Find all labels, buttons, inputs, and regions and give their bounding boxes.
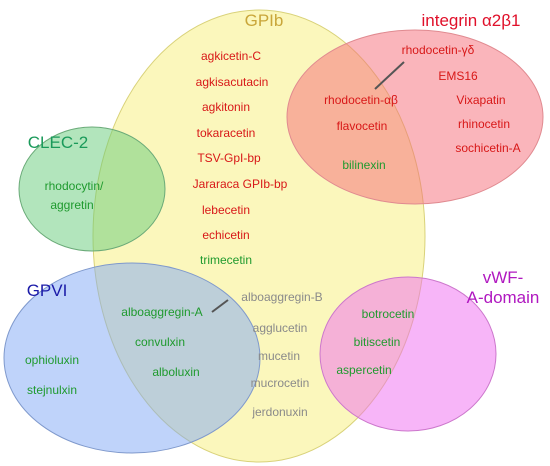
item-lebecetin: lebecetin xyxy=(202,203,250,217)
item-flavocetin: flavocetin xyxy=(337,119,388,133)
item-mucrocetin: mucrocetin xyxy=(251,376,310,390)
item-agkicetin-c: agkicetin-C xyxy=(201,49,261,63)
item-jerdonuxin: jerdonuxin xyxy=(251,405,307,419)
item-ophioluxin: ophioluxin xyxy=(25,353,79,367)
item-rhodocetin-gd: rhodocetin-γδ xyxy=(402,43,475,57)
item-ems16: EMS16 xyxy=(438,69,478,83)
item-alboaggregin-b: alboaggregin-B xyxy=(241,290,322,304)
set-label-vwf-line1: vWF- xyxy=(483,268,524,287)
set-label-integrin: integrin α2β1 xyxy=(422,11,521,30)
set-label-clec2: CLEC-2 xyxy=(28,133,88,152)
item-mucetin: mucetin xyxy=(258,349,300,363)
set-integrin-ellipse xyxy=(286,29,544,205)
item-botrocetin: botrocetin xyxy=(362,307,415,321)
set-label-gpib: GPIb xyxy=(245,11,284,30)
item-trimecetin: trimecetin xyxy=(200,253,252,267)
set-clec2-ellipse xyxy=(18,126,166,252)
item-rhodocytin-line2: aggretin xyxy=(50,198,93,212)
item-bilinexin: bilinexin xyxy=(342,158,385,172)
item-aspercetin: aspercetin xyxy=(336,363,391,377)
connector-alboaggregin xyxy=(211,299,229,313)
item-echicetin: echicetin xyxy=(202,228,249,242)
item-alboluxin: alboluxin xyxy=(152,365,199,379)
item-vixapatin: Vixapatin xyxy=(456,93,505,107)
set-vwf-ellipse xyxy=(319,276,497,432)
item-rhinocetin: rhinocetin xyxy=(458,117,510,131)
set-label-gpvi: GPVI xyxy=(27,281,68,300)
item-rhodocetin-ab: rhodocetin-αβ xyxy=(324,93,398,107)
item-alboaggregin-a: alboaggregin-A xyxy=(121,305,202,319)
item-agkitonin: agkitonin xyxy=(202,100,250,114)
item-rhodocytin-line1: rhodocytin/ xyxy=(45,179,104,193)
item-bitiscetin: bitiscetin xyxy=(354,335,401,349)
set-gpvi-ellipse xyxy=(3,262,261,454)
item-tsv-gpib-bp: TSV-GpI-bp xyxy=(197,151,261,165)
item-stejnulxin: stejnulxin xyxy=(27,383,77,397)
item-agkisacutacin: agkisacutacin xyxy=(196,75,269,89)
item-jararaca-gpib-bp: Jararaca GPIb-bp xyxy=(193,177,288,191)
connector-rhodocetin xyxy=(374,61,405,90)
item-sochicetin-a: sochicetin-A xyxy=(455,141,520,155)
set-label-vwf-line2: A-domain xyxy=(467,288,540,307)
item-agglucetin: agglucetin xyxy=(253,321,308,335)
item-convulxin: convulxin xyxy=(135,335,185,349)
item-tokaracetin: tokaracetin xyxy=(197,126,256,140)
